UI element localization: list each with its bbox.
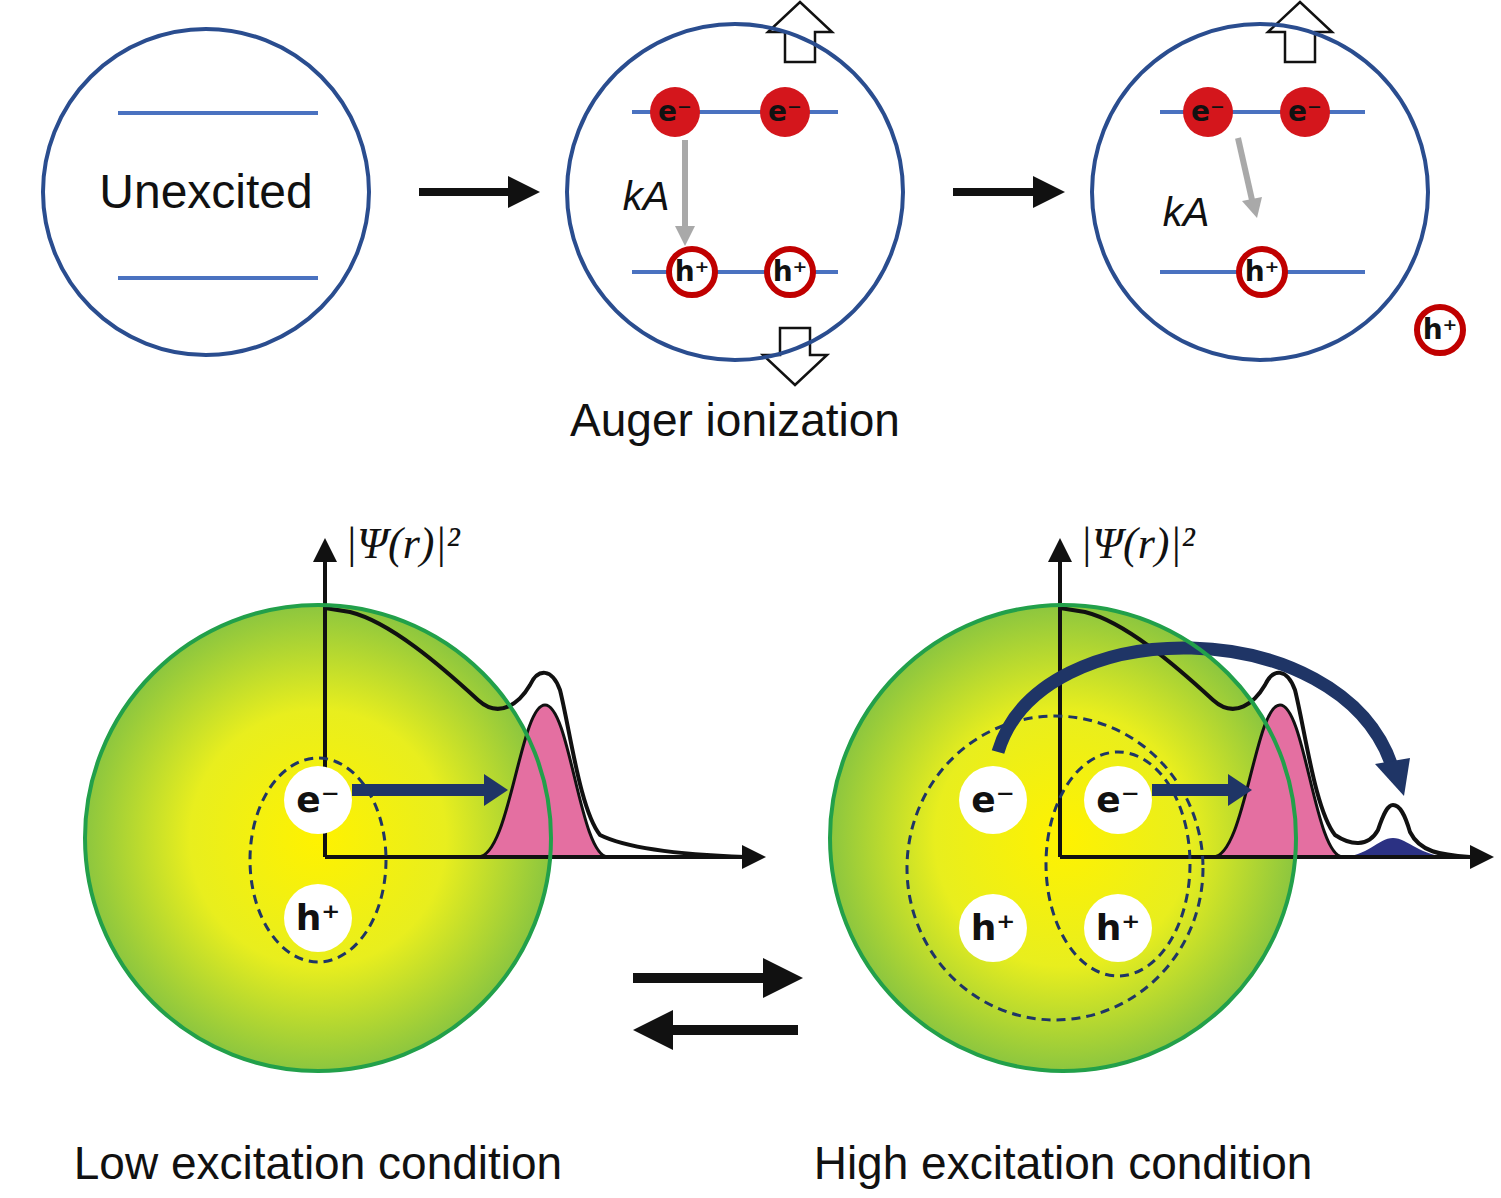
reaction-arrow [633, 973, 771, 983]
node-outline [85, 605, 551, 1071]
particle-label: e⁻ [1191, 97, 1225, 128]
hole: h⁺ [1236, 246, 1288, 298]
axis-label: |Ψ(r)|² [345, 520, 460, 568]
electron: e⁻ [759, 86, 811, 138]
particle-label: e⁻ [1288, 97, 1322, 128]
axis-label: |Ψ(r)|² [1080, 520, 1195, 568]
wavefunction-plot [1048, 538, 1494, 869]
reaction-arrow [953, 188, 1039, 196]
node-outline [1084, 894, 1152, 962]
node-outline [830, 605, 1296, 1071]
particle-label: h⁺ [773, 257, 808, 288]
particle-label: e⁻ [971, 780, 1014, 820]
node-outline [650, 87, 700, 137]
nanocrystal-node: Low excitation conditione⁻h⁺ [83, 603, 553, 1073]
node-outline [565, 22, 905, 362]
hole: h⁺ [284, 884, 352, 952]
particle-label: h⁺ [296, 898, 341, 938]
particle-label: h⁺ [1245, 257, 1280, 288]
node-outline [959, 766, 1027, 834]
reaction-arrow [665, 1025, 798, 1035]
reaction-arrow [419, 188, 514, 196]
node-outline [1090, 22, 1430, 362]
node-label: Auger ionization [570, 395, 900, 446]
node-outline [284, 766, 352, 834]
electron: e⁻ [1084, 766, 1152, 834]
delocalization-arrow [352, 648, 1410, 806]
particle-label: e⁻ [1096, 780, 1139, 820]
particle-label: e⁻ [658, 97, 692, 128]
electron: e⁻ [959, 766, 1027, 834]
node-outline [284, 884, 352, 952]
node-label: kA [623, 174, 670, 218]
node-label: Unexcited [99, 166, 312, 219]
electron: e⁻ [1279, 86, 1331, 138]
hole: h⁺ [959, 894, 1027, 962]
node-outline [83, 603, 553, 1073]
quantum-dot: Unexcited [41, 27, 371, 357]
nanocrystal-node: High excitation conditione⁻e⁻h⁺h⁺ [828, 603, 1298, 1073]
nanocrystal [85, 605, 551, 1071]
hole: h⁺ [1084, 894, 1152, 962]
node-outline [1280, 87, 1330, 137]
particle-label: h⁺ [971, 908, 1016, 948]
node-outline [1183, 87, 1233, 137]
node-outline [828, 603, 1298, 1073]
node-outline [43, 29, 369, 355]
node-outline [959, 894, 1027, 962]
node-outline [669, 249, 715, 295]
electron: e⁻ [649, 86, 701, 138]
hole: h⁺ [764, 246, 816, 298]
electron: e⁻ [1182, 86, 1234, 138]
particle-label: h⁺ [1423, 315, 1458, 346]
hole: h⁺ [1414, 304, 1466, 356]
node-outline [1239, 249, 1285, 295]
particle-label: e⁻ [768, 97, 802, 128]
node-outline [1417, 307, 1463, 353]
particle-label: e⁻ [296, 780, 339, 820]
hollow-arrow [763, 2, 1332, 385]
quantum-dot: kAAuger ionizatione⁻e⁻h⁺h⁺ [565, 22, 905, 362]
exciton-outline [250, 716, 1203, 1020]
node-label: Low excitation condition [74, 1138, 562, 1189]
quantum-dot: kA e⁻ e⁻ h⁺ [1090, 22, 1430, 362]
node-outline [1084, 766, 1152, 834]
particle-label: h⁺ [675, 257, 710, 288]
transition-arrow [675, 138, 1262, 246]
node-outline [1092, 24, 1428, 360]
electron: e⁻ [284, 766, 352, 834]
node-outline [760, 87, 810, 137]
particle-label: h⁺ [1096, 908, 1141, 948]
node-label: kA [1163, 190, 1210, 234]
node-outline [767, 249, 813, 295]
node-outline [567, 24, 903, 360]
hole: h⁺ [666, 246, 718, 298]
node-label: High excitation condition [814, 1138, 1313, 1189]
